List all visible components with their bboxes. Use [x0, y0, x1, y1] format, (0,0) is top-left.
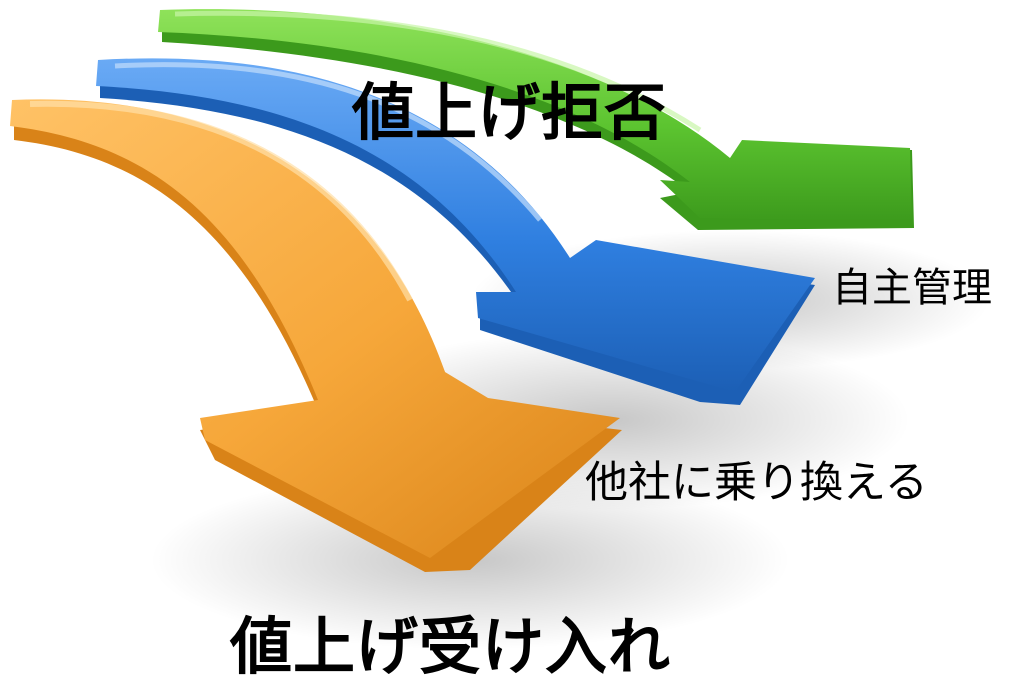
title-accept-price-increase: 値上げ受け入れ: [230, 610, 672, 683]
blue-arrow: [96, 58, 815, 406]
green-arrow: [158, 9, 914, 230]
label-switch-company: 他社に乗り換える: [585, 458, 928, 508]
label-self-management: 自主管理: [832, 265, 992, 311]
orange-arrow: [10, 99, 622, 573]
title-reject-price-increase: 値上げ拒否: [352, 76, 668, 149]
